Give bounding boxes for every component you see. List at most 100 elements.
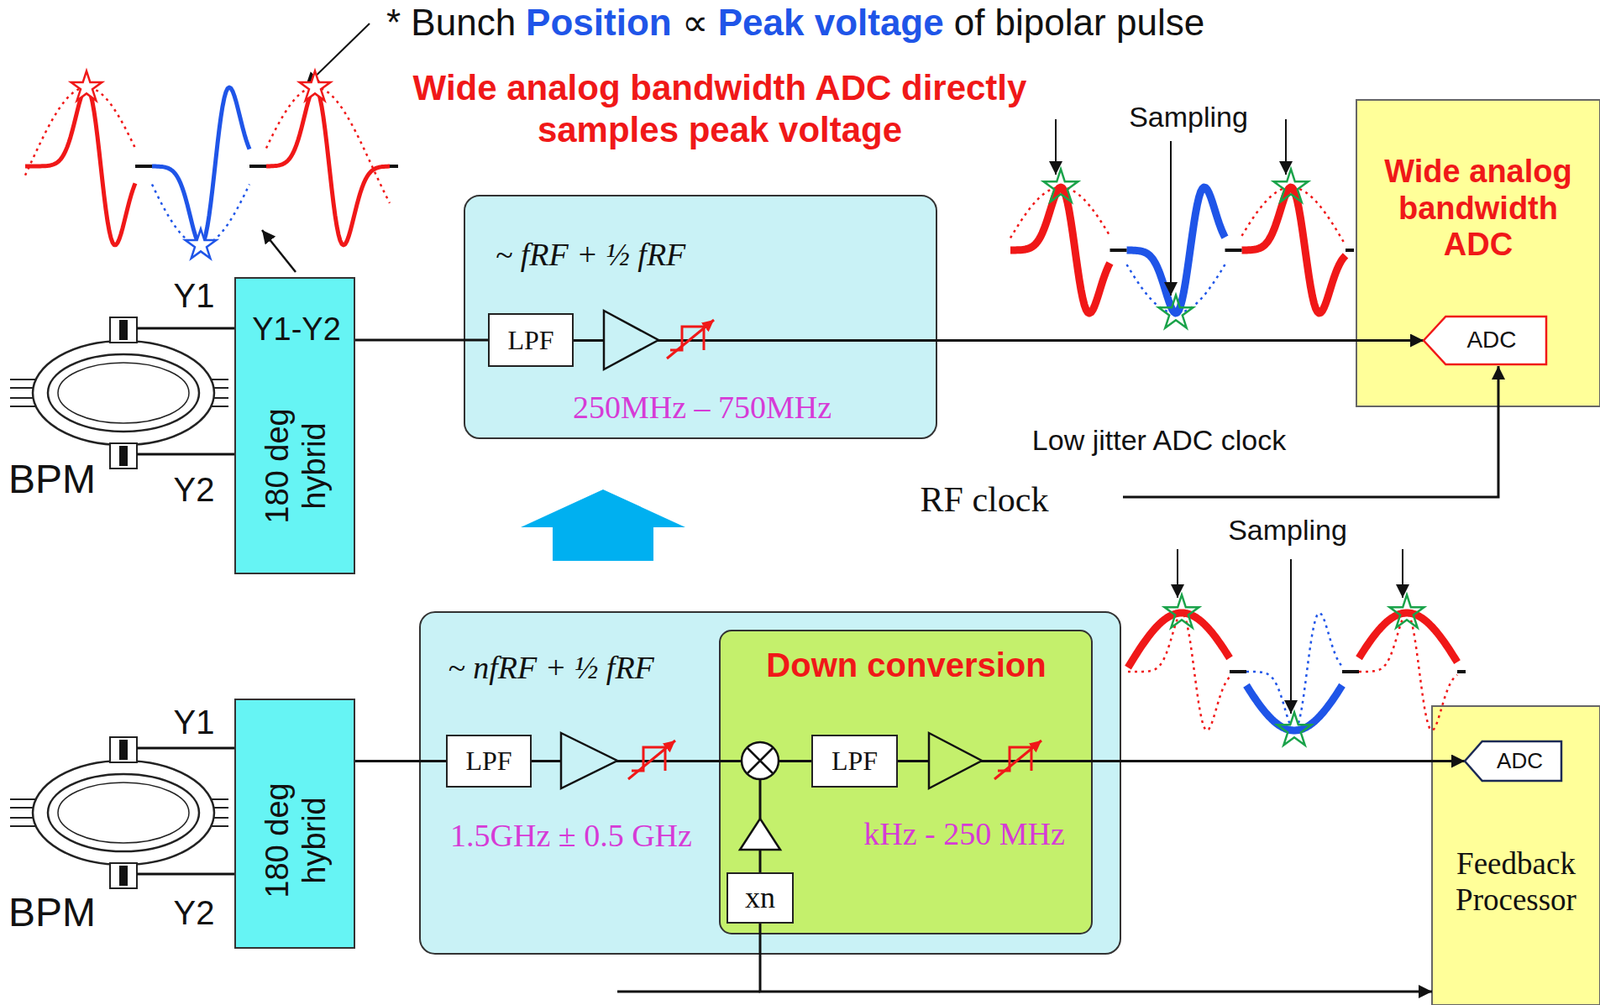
sample-star bbox=[1277, 712, 1312, 745]
filter-box: LPF bbox=[445, 734, 532, 788]
bpm-bore bbox=[57, 362, 189, 424]
signal-wire bbox=[760, 923, 1433, 992]
adc-board: Wide analog bandwidth ADC ADC bbox=[1356, 99, 1600, 407]
mixer-symbol bbox=[741, 742, 779, 780]
adc-block: ADC bbox=[1464, 741, 1562, 782]
pin-label: Y2 bbox=[173, 470, 216, 509]
sampling-arrow bbox=[1169, 141, 1172, 296]
box-label: Y1-Y2 bbox=[251, 311, 341, 349]
sample-star bbox=[1159, 294, 1194, 328]
pin-label: Y1 bbox=[173, 702, 216, 742]
electrode-pin bbox=[119, 445, 128, 467]
sample-star bbox=[1164, 594, 1200, 628]
part-label: BPM bbox=[8, 889, 96, 936]
amplifier-symbol bbox=[739, 818, 781, 850]
tunable-arrow bbox=[666, 320, 714, 359]
heading-text: Peak voltage bbox=[718, 1, 945, 45]
multiplier-box: xn bbox=[726, 872, 794, 924]
electrode-pin bbox=[119, 320, 128, 341]
panel-text: ~ nfRF + ½ fRF bbox=[447, 650, 655, 688]
amplifier-symbol bbox=[561, 733, 618, 789]
signal-curve bbox=[25, 87, 136, 245]
signal-curve bbox=[1010, 187, 1111, 314]
baseline-tick bbox=[135, 164, 153, 168]
panel-text: Feedback Processor bbox=[1438, 846, 1595, 919]
amplifier-symbol bbox=[603, 310, 659, 370]
panel-text: 1.5GHz ± 0.5 GHz bbox=[450, 818, 693, 856]
sampling-arrow bbox=[1054, 119, 1057, 175]
waveform bbox=[1010, 119, 1354, 328]
box-label: ADC bbox=[1466, 326, 1517, 354]
heading-text: Position bbox=[525, 1, 672, 45]
pin-label: Y2 bbox=[173, 893, 216, 933]
panel-fill bbox=[419, 612, 1121, 955]
panel-text: 250MHz – 750MHz bbox=[572, 389, 832, 427]
box-label: 180 deg hybrid bbox=[259, 777, 333, 904]
hybrid-box: 180 deg hybrid bbox=[234, 698, 356, 950]
reference-curve bbox=[1127, 613, 1230, 731]
waveform bbox=[1127, 549, 1466, 745]
adc-shape bbox=[1423, 316, 1547, 365]
wire bbox=[136, 453, 235, 457]
electrode bbox=[110, 863, 137, 889]
sampling-label: Sampling bbox=[1128, 100, 1249, 134]
wire bbox=[759, 779, 762, 819]
bpm-bore bbox=[57, 782, 189, 844]
mixer-cross bbox=[747, 748, 773, 774]
sample-star bbox=[71, 71, 103, 101]
filter-symbol bbox=[997, 747, 1032, 772]
sample-star bbox=[1043, 168, 1079, 202]
heading-text: of bipolar pulse bbox=[954, 1, 1205, 45]
hybrid-box: Y1-Y2 180 deg hybrid bbox=[234, 277, 356, 575]
panel-text: ~ fRF + ½ fRF bbox=[495, 236, 687, 274]
wire bbox=[136, 327, 235, 331]
bpm-drawing bbox=[10, 317, 235, 469]
signal-wire bbox=[355, 760, 446, 763]
reference-curve bbox=[1358, 613, 1458, 730]
signal-label: RF clock bbox=[920, 479, 1050, 520]
sampling-arrow bbox=[1290, 559, 1292, 714]
signal-curve bbox=[266, 87, 390, 246]
baseline-tick bbox=[389, 164, 399, 168]
electrode bbox=[110, 737, 137, 763]
tunable-arrow bbox=[628, 740, 676, 780]
electrode bbox=[110, 317, 137, 343]
filter-box: LPF bbox=[487, 313, 574, 368]
block-arrow bbox=[520, 489, 686, 562]
box-label: ADC bbox=[1496, 749, 1543, 775]
amplifier-symbol bbox=[928, 733, 982, 789]
signal-curve bbox=[1246, 685, 1343, 731]
clock-wire bbox=[617, 991, 761, 994]
bpm-body bbox=[32, 340, 215, 446]
baseline-tick bbox=[1225, 248, 1243, 252]
sampling-label: Sampling bbox=[1227, 514, 1348, 547]
electrode-pin bbox=[119, 739, 128, 761]
bpm-body bbox=[32, 760, 215, 866]
downconversion-panel: Down conversionkHz - 250 MHzLPFxn bbox=[719, 630, 1092, 934]
baseline-tick bbox=[1342, 670, 1359, 674]
baseline-tick bbox=[1345, 248, 1354, 252]
wire bbox=[136, 873, 235, 877]
filter-box: LPF bbox=[811, 734, 898, 788]
panel-fill bbox=[719, 630, 1092, 934]
sample-star bbox=[1274, 168, 1309, 202]
signal-wire bbox=[355, 339, 488, 342]
panel-text: Wide analog bandwidth ADC bbox=[1364, 153, 1592, 264]
tunable-arrow bbox=[994, 740, 1042, 780]
reference-curve bbox=[1127, 264, 1226, 314]
baseline-tick bbox=[1229, 670, 1247, 674]
filter-symbol bbox=[670, 326, 704, 351]
frontend-panel: ~ nfRF + ½ fRF 1.5GHz ± 0.5 GHz LPF Down co… bbox=[419, 612, 1121, 955]
sample-star bbox=[299, 71, 331, 101]
panel-text: Down conversion bbox=[765, 645, 1046, 685]
box-label: LPF bbox=[831, 745, 878, 777]
note-text: Wide analog bandwidth ADC directly sampl… bbox=[392, 67, 1048, 153]
electrode-pin bbox=[119, 865, 128, 887]
box-label: LPF bbox=[465, 745, 512, 777]
adc-block: ADC bbox=[1423, 316, 1547, 365]
frontend-panel: ~ fRF + ½ fRF 250MHz – 750MHz LPF bbox=[464, 195, 937, 439]
panel-fill bbox=[1356, 99, 1600, 407]
box-label: 180 deg hybrid bbox=[259, 403, 333, 530]
electrode bbox=[110, 443, 137, 469]
